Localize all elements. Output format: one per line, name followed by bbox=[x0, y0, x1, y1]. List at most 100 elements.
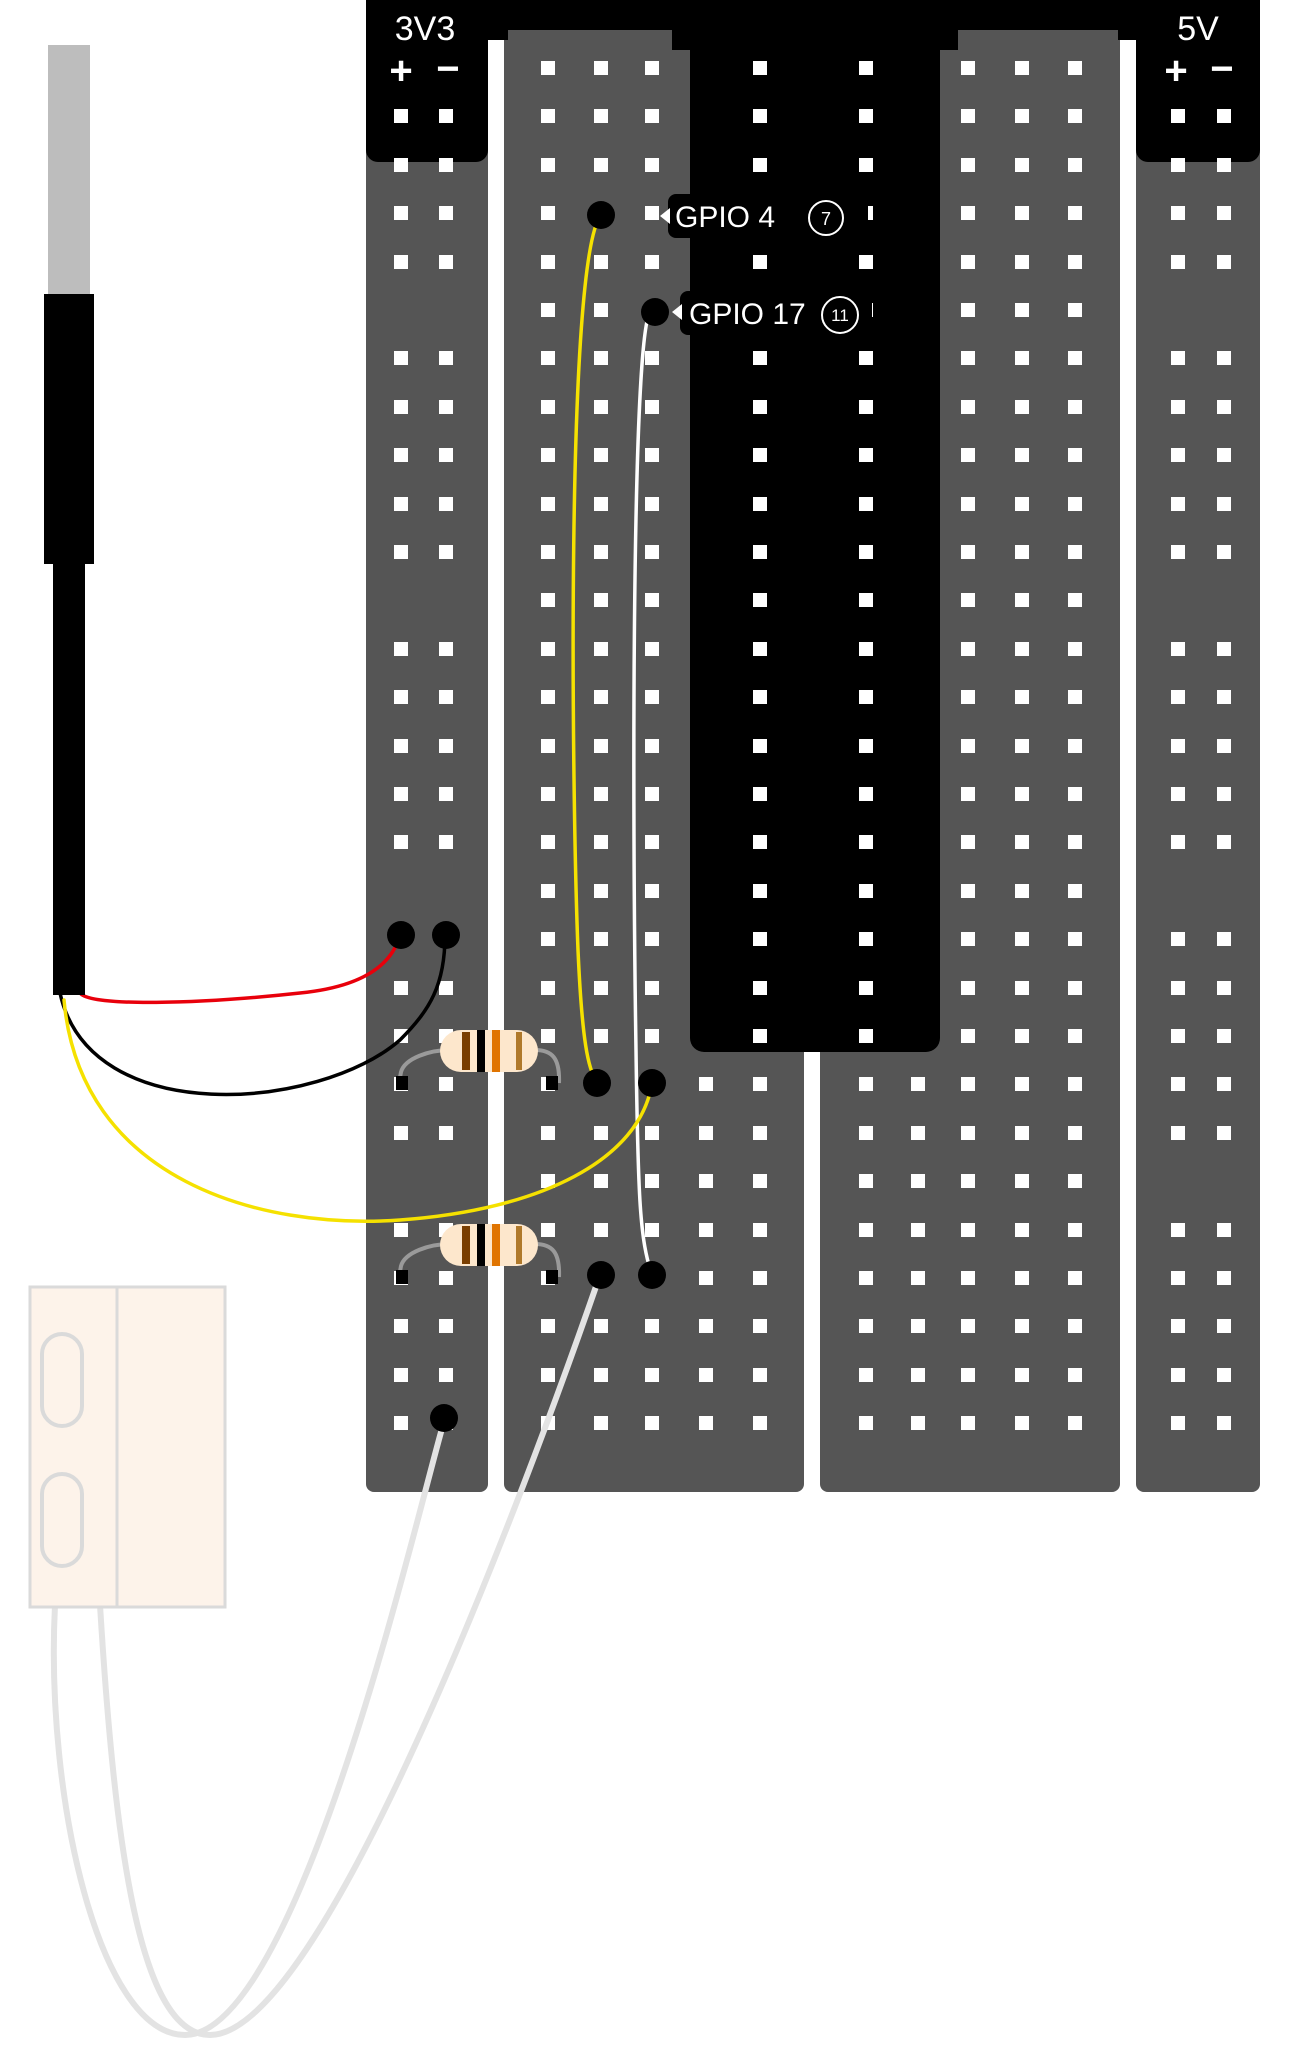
breadboard-hole bbox=[1068, 497, 1082, 511]
breadboard-hole bbox=[961, 109, 975, 123]
wire-endpoint bbox=[583, 1069, 611, 1097]
breadboard-hole bbox=[961, 981, 975, 995]
breadboard-hole bbox=[1015, 932, 1029, 946]
breadboard-hole bbox=[1171, 255, 1185, 269]
breadboard-hole bbox=[1217, 1368, 1231, 1382]
breadboard-hole bbox=[753, 1319, 767, 1333]
breadboard-hole bbox=[1217, 158, 1231, 172]
breadboard-hole bbox=[594, 787, 608, 801]
breadboard-hole bbox=[1015, 497, 1029, 511]
breadboard-hole bbox=[1217, 1271, 1231, 1285]
breadboard-hole bbox=[961, 690, 975, 704]
resistor-icon bbox=[396, 1030, 562, 1090]
breadboard-hole bbox=[961, 206, 975, 220]
breadboard-hole bbox=[541, 255, 555, 269]
breadboard-hole bbox=[394, 255, 408, 269]
breadboard-hole bbox=[394, 351, 408, 365]
breadboard-hole bbox=[1217, 1223, 1231, 1237]
breadboard-hole bbox=[1171, 981, 1185, 995]
breadboard-hole bbox=[859, 1271, 873, 1285]
breadboard-hole bbox=[1217, 1126, 1231, 1140]
breadboard-hole bbox=[961, 255, 975, 269]
breadboard-hole bbox=[1015, 1126, 1029, 1140]
breadboard-hole bbox=[394, 739, 408, 753]
breadboard-hole bbox=[753, 1029, 767, 1043]
breadboard-hole bbox=[1068, 351, 1082, 365]
breadboard-hole bbox=[1171, 351, 1185, 365]
breadboard-hole bbox=[961, 545, 975, 559]
breadboard-hole bbox=[1068, 61, 1082, 75]
pin-number-7: 7 bbox=[821, 209, 831, 229]
breadboard-hole bbox=[961, 1416, 975, 1430]
probe-black-wire bbox=[58, 933, 447, 1097]
pin-number-badge bbox=[808, 200, 844, 236]
breadboard-hole bbox=[753, 835, 767, 849]
breadboard-hole bbox=[753, 981, 767, 995]
breadboard-hole bbox=[541, 158, 555, 172]
breadboard-hole bbox=[859, 690, 873, 704]
breadboard-hole bbox=[1068, 981, 1082, 995]
breadboard-hole bbox=[594, 835, 608, 849]
breadboard-hole bbox=[1068, 835, 1082, 849]
breadboard-hole bbox=[859, 593, 873, 607]
breadboard-hole bbox=[594, 497, 608, 511]
breadboard-hole bbox=[859, 932, 873, 946]
wire-endpoint bbox=[641, 298, 669, 326]
breadboard-hole bbox=[1171, 1077, 1185, 1091]
breadboard-hole bbox=[1015, 448, 1029, 462]
breadboard-hole bbox=[439, 255, 453, 269]
breadboard-hole bbox=[961, 303, 975, 317]
pi-gpio-header bbox=[366, 0, 1260, 1052]
breadboard-hole bbox=[594, 690, 608, 704]
breadboard-hole bbox=[594, 739, 608, 753]
breadboard-hole bbox=[753, 690, 767, 704]
rail-label-3v3: 3V3 bbox=[395, 10, 456, 48]
breadboard-hole bbox=[961, 787, 975, 801]
breadboard-hole bbox=[859, 1126, 873, 1140]
breadboard-hole bbox=[1068, 448, 1082, 462]
breadboard-hole bbox=[439, 1271, 453, 1285]
breadboard-hole bbox=[1217, 932, 1231, 946]
breadboard-hole bbox=[1015, 690, 1029, 704]
breadboard-hole bbox=[394, 400, 408, 414]
breadboard-hole bbox=[961, 1077, 975, 1091]
breadboard-hole bbox=[753, 642, 767, 656]
breadboard-hole bbox=[394, 206, 408, 220]
breadboard-hole bbox=[1217, 1029, 1231, 1043]
breadboard-hole bbox=[911, 1174, 925, 1188]
breadboard-hole bbox=[594, 642, 608, 656]
breadboard-hole bbox=[1068, 1029, 1082, 1043]
breadboard-hole bbox=[859, 1029, 873, 1043]
rail-minus-symbol: − bbox=[436, 47, 459, 91]
breadboard-hole bbox=[594, 255, 608, 269]
breadboard-hole bbox=[1015, 206, 1029, 220]
breadboard-hole bbox=[1015, 981, 1029, 995]
breadboard-hole bbox=[645, 981, 659, 995]
breadboard-hole bbox=[541, 206, 555, 220]
breadboard-hole bbox=[1217, 545, 1231, 559]
breadboard-hole bbox=[645, 497, 659, 511]
breadboard-hole bbox=[439, 835, 453, 849]
breadboard-hole bbox=[594, 1319, 608, 1333]
rail-plus-symbol: + bbox=[1164, 49, 1187, 93]
breadboard-hole bbox=[859, 1368, 873, 1382]
breadboard-hole bbox=[394, 835, 408, 849]
breadboard-hole bbox=[859, 448, 873, 462]
breadboard-hole bbox=[645, 61, 659, 75]
left-power-rail bbox=[366, 0, 488, 1492]
breadboard-hole bbox=[1015, 1416, 1029, 1430]
probe-yellow-wire bbox=[62, 998, 654, 1223]
breadboard-hole bbox=[753, 787, 767, 801]
breadboard-hole bbox=[1068, 932, 1082, 946]
breadboard-hole bbox=[439, 109, 453, 123]
breadboard-hole bbox=[1068, 1368, 1082, 1382]
breadboard-hole bbox=[1217, 255, 1231, 269]
breadboard-hole bbox=[1015, 1223, 1029, 1237]
breadboard-hole bbox=[394, 1368, 408, 1382]
wire-endpoint bbox=[587, 1261, 615, 1289]
breadboard-hole bbox=[1068, 739, 1082, 753]
breadboard-hole bbox=[439, 1368, 453, 1382]
breadboard-hole bbox=[1217, 1416, 1231, 1430]
breadboard-hole bbox=[859, 351, 873, 365]
ds18b20-probe-icon bbox=[44, 45, 94, 995]
